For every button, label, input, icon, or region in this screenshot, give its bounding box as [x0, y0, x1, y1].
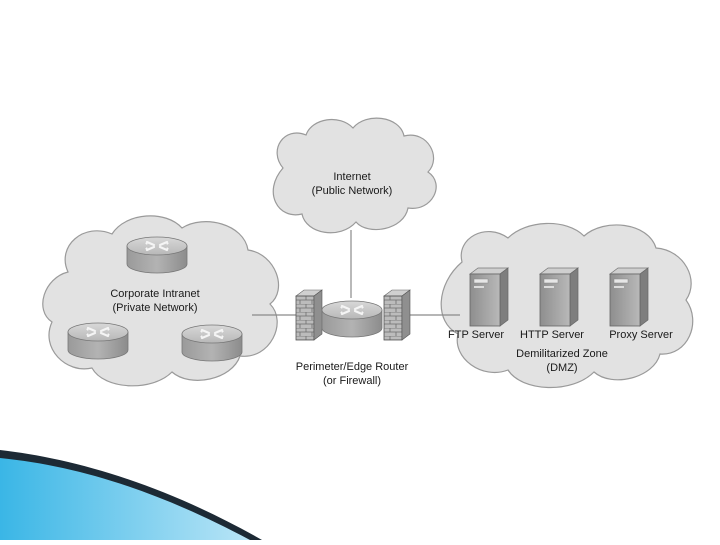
intranet-label-line2: (Private Network): [112, 302, 198, 314]
edge-router-icon: [320, 299, 384, 339]
dmz-label-line1: Demilitarized Zone: [516, 348, 608, 360]
slide-accent-swoosh: [0, 450, 262, 540]
ftp-server-label: FTP Server: [448, 329, 505, 341]
ftp-server-icon: [469, 267, 509, 327]
proxy-server-icon: [609, 267, 649, 327]
intranet-router-right-icon: [180, 323, 244, 363]
intranet-router-top-icon: [125, 235, 189, 275]
firewall-wall-left-icon: [295, 289, 323, 341]
dmz-label: Demilitarized Zone (DMZ): [500, 347, 624, 375]
edge-router-label-line1: Perimeter/Edge Router: [295, 361, 409, 373]
dmz-label-line2: (DMZ): [546, 362, 578, 374]
firewall-wall-right-icon: [383, 289, 411, 341]
edge-router-label: Perimeter/Edge Router (or Firewall): [280, 360, 424, 388]
http-server-icon: [539, 267, 579, 327]
proxy-server-label: Proxy Server: [609, 329, 673, 341]
internet-cloud: [272, 117, 437, 234]
internet-label-line1: Internet: [333, 171, 371, 183]
internet-label-line2: (Public Network): [311, 185, 393, 197]
intranet-label: Corporate Intranet (Private Network): [92, 287, 218, 315]
edge-router-label-line2: (or Firewall): [322, 375, 382, 387]
internet-label: Internet (Public Network): [300, 170, 404, 198]
http-server-label: HTTP Server: [520, 329, 584, 341]
intranet-label-line1: Corporate Intranet: [110, 288, 200, 300]
intranet-router-left-icon: [66, 321, 130, 361]
